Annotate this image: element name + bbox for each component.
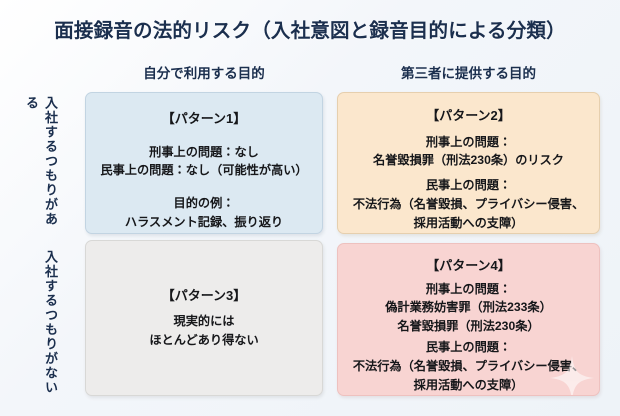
column-header-self-use: 自分で利用する目的 — [143, 66, 265, 81]
pattern4-body-criminal: 刑事上の問題： 偽計業務妨害罪（刑法233条） 名誉毀損罪（刑法230条） — [385, 281, 552, 334]
pattern1-title: 【パターン1】 — [161, 111, 247, 126]
column-header-third-party: 第三者に提供する目的 — [401, 66, 536, 81]
row-label-not-intends-to-join: 入社するつもりがない — [43, 249, 58, 395]
matrix-cell-pattern2: 【パターン2】 刑事上の問題： 名誉毀損罪（刑法230条）のリスク 民事上の問題… — [337, 92, 600, 234]
pattern1-body-purpose-example: 目的の例： ハラスメント記録、振り返り — [124, 196, 284, 230]
matrix-cell-pattern1: 【パターン1】 刑事上の問題：なし 民事上の問題：なし（可能性が高い） 目的の例… — [85, 92, 323, 234]
pattern3-body: 現実的には ほとんどあり得ない — [149, 314, 259, 348]
matrix-cell-pattern3: 【パターン3】 現実的には ほとんどあり得ない — [85, 240, 323, 396]
pattern3-title: 【パターン3】 — [161, 287, 247, 303]
pattern2-body-criminal: 刑事上の問題： 名誉毀損罪（刑法230条）のリスク — [373, 134, 564, 168]
matrix-cell-pattern4: 【パターン4】 刑事上の問題： 偽計業務妨害罪（刑法233条） 名誉毀損罪（刑法… — [337, 243, 600, 396]
pattern4-title: 【パターン4】 — [426, 258, 511, 273]
pattern2-body-civil: 民事上の問題： 不法行為（名誉毀損、プライバシー侵害、 採用活動への支障） — [352, 178, 585, 231]
pattern2-title: 【パターン2】 — [426, 108, 511, 123]
pattern1-body-criminal-civil: 刑事上の問題：なし 民事上の問題：なし（可能性が高い） — [100, 144, 308, 178]
row-label-intends-to-join: 入社するつもりがある — [24, 96, 58, 227]
page-title: 面接録音の法的リスク（入社意図と録音目的による分類） — [54, 20, 566, 42]
pattern4-body-civil: 民事上の問題： 不法行為（名誉毀損、プライバシー侵害、 採用活動への支障） — [352, 340, 585, 393]
